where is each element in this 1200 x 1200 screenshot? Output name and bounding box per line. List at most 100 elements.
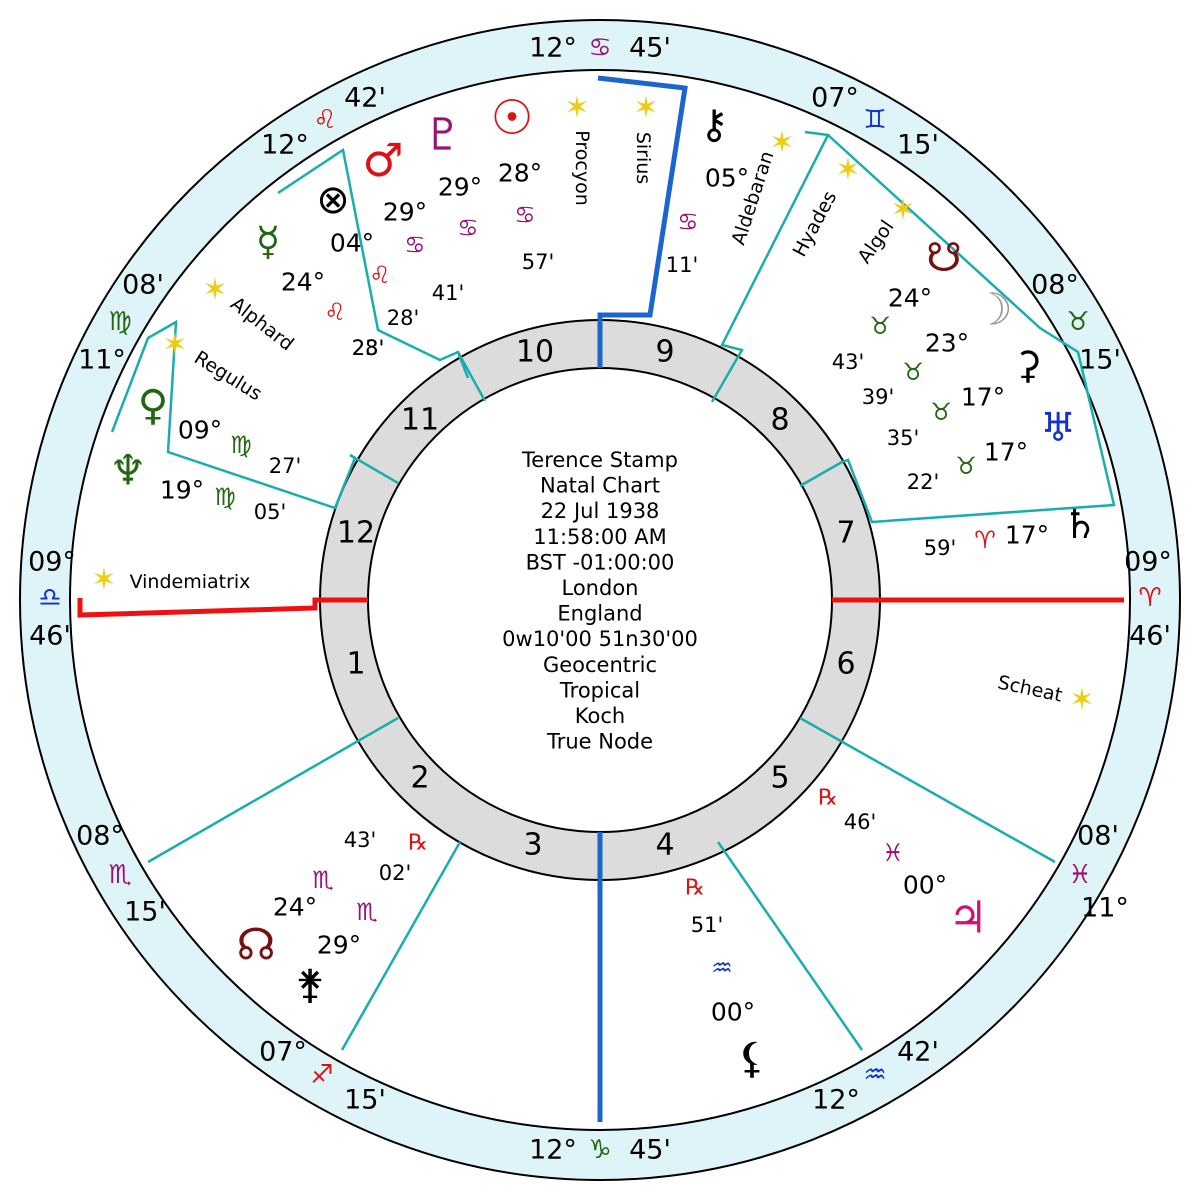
chart-info-line: England <box>557 602 642 626</box>
planet-degree: 29° <box>383 198 427 227</box>
uranus-icon: ♅ <box>1040 405 1076 451</box>
ceres-icon: ⚳ <box>1014 343 1042 387</box>
cusp-minutes: 15' <box>344 1085 386 1116</box>
neptune-icon: ♆ <box>109 446 147 495</box>
planet-neptune: ♆19°♍05' <box>109 446 286 525</box>
lilith-icon: ⚸ <box>737 1034 768 1083</box>
bracket-cancer-cluster <box>277 147 470 379</box>
cusp-degree: 12° <box>812 1085 860 1116</box>
cusp-minutes: 45' <box>629 33 671 64</box>
planet-degree: 29° <box>438 173 482 202</box>
house-number-6: 6 <box>836 647 855 682</box>
planet-minutes: 02' <box>379 861 412 885</box>
planet-minutes: 35' <box>887 426 920 450</box>
planet-lilith: ⚸ 00° ♒ 51' ℞ <box>685 876 767 1083</box>
house-number-2: 2 <box>410 761 429 796</box>
house-number-1: 1 <box>346 647 365 682</box>
planet-mercury: ☿24°♌28' <box>256 219 385 360</box>
ascendant-line <box>77 597 368 618</box>
planet-minutes: 57' <box>522 250 555 274</box>
planet-minutes: 39' <box>862 385 895 409</box>
planet-degree: 17° <box>984 438 1028 467</box>
planet-sign-icon: ♒ <box>711 954 733 982</box>
house-cusp-line <box>710 361 737 403</box>
planet-degree: 19° <box>160 476 204 505</box>
cusp-minutes: 15' <box>1079 345 1121 376</box>
house-cusp-line <box>799 460 843 488</box>
cusp-degree: 09° <box>28 547 76 578</box>
north-node-icon: ☊ <box>236 920 275 971</box>
cusp-degree: 12° <box>529 1135 577 1166</box>
star-icon: ✶ <box>633 91 658 126</box>
planet-sign-icon: ♋ <box>457 214 479 242</box>
planet-minutes: 51' <box>691 913 724 937</box>
planet-minutes: 28' <box>387 306 420 330</box>
virgo-glyph: ♍ <box>108 307 131 337</box>
cusp-minutes: 46' <box>1129 621 1171 652</box>
planet-sign-icon: ♌ <box>369 261 391 289</box>
mercury-icon: ☿ <box>256 219 281 265</box>
planet-minutes: 22' <box>907 470 940 494</box>
part-of-fortune-icon: ⊗ <box>316 177 350 223</box>
planet-sign-icon: ♉ <box>902 358 924 386</box>
planet-sign-icon: ♋ <box>404 231 426 259</box>
cusp-minutes: 42' <box>344 83 386 114</box>
house-number-9: 9 <box>655 335 674 370</box>
scorpio-glyph: ♏ <box>108 860 131 890</box>
planet-uranus: ♅ 17°♉ 22' <box>907 405 1076 494</box>
cusp-degree: 12° <box>529 33 577 64</box>
house-number-7: 7 <box>836 516 855 551</box>
cancer-glyph: ♋ <box>588 33 611 63</box>
south-node-icon: ☋ <box>926 235 962 281</box>
house-cusp-line <box>349 453 399 485</box>
planet-sign-icon: ♍ <box>214 483 236 511</box>
cusp-degree: 08° <box>1031 270 1079 301</box>
retrograde-icon: ℞ <box>685 876 705 901</box>
jupiter-icon: ♃ <box>948 893 987 944</box>
venus-icon: ♀ <box>138 381 169 430</box>
planet-sign-icon: ♋ <box>514 201 536 229</box>
cusp-degree: 07° <box>259 1037 307 1068</box>
planet-sign-icon: ♌ <box>324 298 346 326</box>
cluster-brackets <box>110 130 1116 524</box>
house-number-11: 11 <box>401 403 439 438</box>
planet-venus: ♀09°♍27' <box>138 381 302 479</box>
chart-info-line: BST -01:00:00 <box>526 550 675 574</box>
planet-south-node: ☋24°♉43' <box>832 235 962 374</box>
planet-sun: ☉ 28° ♋ 57' <box>490 90 554 274</box>
house-number-10: 10 <box>516 335 554 370</box>
star-label: Procyon <box>571 130 593 206</box>
house-cusp-line <box>147 716 399 864</box>
house-number-4: 4 <box>655 828 674 863</box>
house-cusp-line <box>340 841 462 1051</box>
bracket-right-cluster <box>827 134 1116 524</box>
chart-info-line: Tropical <box>559 678 640 702</box>
cusp-minutes: 45' <box>629 1135 671 1166</box>
cusp-degree: 08° <box>76 821 124 852</box>
planet-juno: ⚵29°♏02'℞ <box>295 831 428 1009</box>
capricorn-glyph: ♑ <box>588 1135 611 1165</box>
planets: ⊗04°♌23'♂29°♋28'♇29°♋41'☉28°♋57'⚷05°♋11'… <box>109 90 1098 1083</box>
planet-degree: 00° <box>711 998 755 1027</box>
planet-degree: 17° <box>961 383 1005 412</box>
sun-icon: ☉ <box>490 90 533 146</box>
planet-sign-icon: ♏ <box>356 898 378 926</box>
cusp-degree: 11° <box>1081 893 1129 924</box>
planet-sign-icon: ♉ <box>955 452 977 480</box>
cusp-minutes: 42' <box>897 1037 939 1068</box>
planet-minutes: 11' <box>666 253 699 277</box>
cusp-degree: 07° <box>811 83 859 114</box>
house-cusp-line <box>799 716 1056 864</box>
planet-part-of-fortune: ⊗04°♌23' <box>316 177 391 360</box>
cusp-minutes: 08' <box>1077 821 1119 852</box>
sagittarius-glyph: ♐ <box>310 1060 333 1090</box>
planet-minutes: 27' <box>269 454 302 478</box>
planet-pluto: ♇29°♋41' <box>423 110 482 306</box>
star-label: Vindemiatrix <box>130 571 251 593</box>
planet-degree: 28° <box>498 159 542 188</box>
angle-axis-lines <box>77 75 1124 1122</box>
planet-north-node: ☊24°♏43' <box>236 828 376 971</box>
